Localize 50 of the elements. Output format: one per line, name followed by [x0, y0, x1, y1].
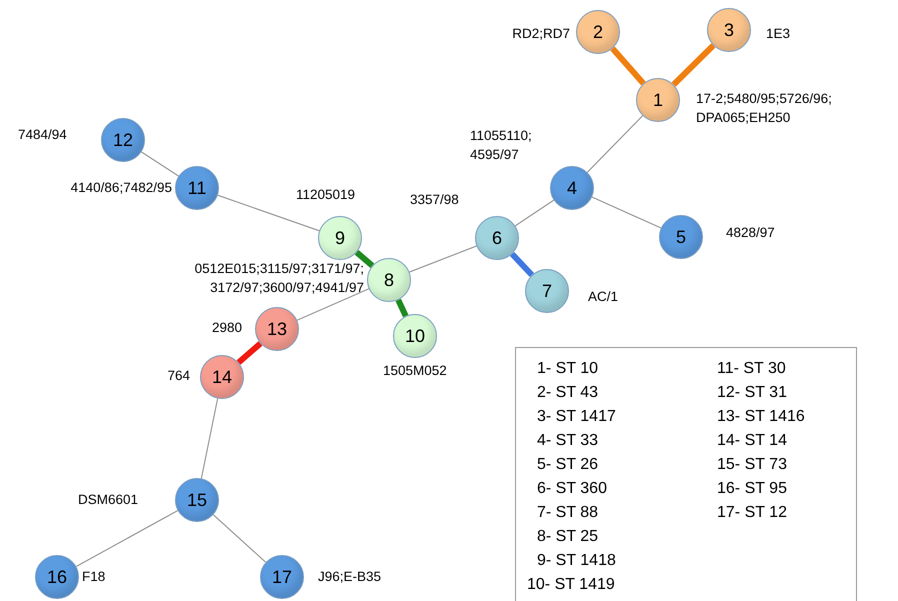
legend-entry: 5- ST 26	[537, 455, 598, 475]
connector-line	[212, 514, 266, 563]
connector-line	[76, 510, 178, 567]
strain-label: 7484/94	[18, 126, 68, 144]
connector-line	[140, 151, 180, 177]
connector-line	[396, 298, 408, 318]
connector-line	[409, 245, 477, 273]
strain-label: 3357/98	[410, 191, 460, 209]
connector-line	[592, 196, 662, 228]
legend-entry: 1- ST 10	[537, 359, 598, 379]
strain-label: 764	[166, 367, 190, 385]
legend-entry: 13- ST 1416	[717, 407, 805, 427]
strain-label: DSM6601	[78, 491, 140, 509]
legend-entry: 7- ST 88	[537, 503, 598, 523]
strain-label: 1E3	[766, 25, 792, 43]
connector-line	[354, 250, 374, 268]
legend-entry: 6- ST 360	[537, 479, 607, 499]
strain-label: 2980	[210, 319, 242, 337]
connector-line	[200, 398, 218, 479]
strain-label: 4140/86;7482/95	[70, 179, 172, 197]
strain-label: 4828/97	[726, 224, 776, 242]
strain-label: 1505M052	[383, 362, 448, 380]
connector-line	[610, 46, 646, 86]
strain-label: 17-2;5480/95;5726/96; DPA065;EH250	[696, 90, 833, 127]
legend-entry: 15- ST 73	[717, 455, 787, 475]
connector-line	[672, 43, 716, 87]
connector-line	[296, 288, 370, 321]
legend-entry: 2- ST 43	[537, 383, 598, 403]
strain-label: RD2;RD7	[511, 25, 570, 43]
strain-label: AC/1	[588, 288, 620, 306]
legend-entry: 3- ST 1417	[537, 407, 616, 427]
legend-entry: 4- ST 33	[537, 431, 598, 451]
strain-label: 11055110; 4595/97	[470, 127, 533, 164]
legend-entry: 8- ST 25	[537, 527, 598, 547]
connector-line	[236, 341, 262, 365]
legend-entry: 12- ST 31	[717, 383, 787, 403]
strain-label: 0512E015;3115/97;3171/97; 3172/97;3600/97;4941/97	[194, 260, 364, 297]
strain-label: J96;E-B35	[318, 568, 382, 586]
strain-label: 11205019	[296, 186, 356, 204]
legend-entry: 9- ST 1418	[537, 551, 616, 571]
connector-line	[514, 200, 554, 226]
strain-label: F18	[82, 568, 106, 586]
legend-entry: 10- ST 1419	[527, 575, 615, 595]
legend-entry: 14- ST 14	[717, 431, 787, 451]
connector-line	[217, 194, 320, 232]
connector-line	[586, 115, 644, 173]
legend-entry: 11- ST 30	[717, 359, 786, 379]
connector-line	[510, 252, 534, 278]
legend-entry: 16- ST 95	[717, 479, 787, 499]
legend-entry: 17- ST 12	[717, 503, 787, 523]
